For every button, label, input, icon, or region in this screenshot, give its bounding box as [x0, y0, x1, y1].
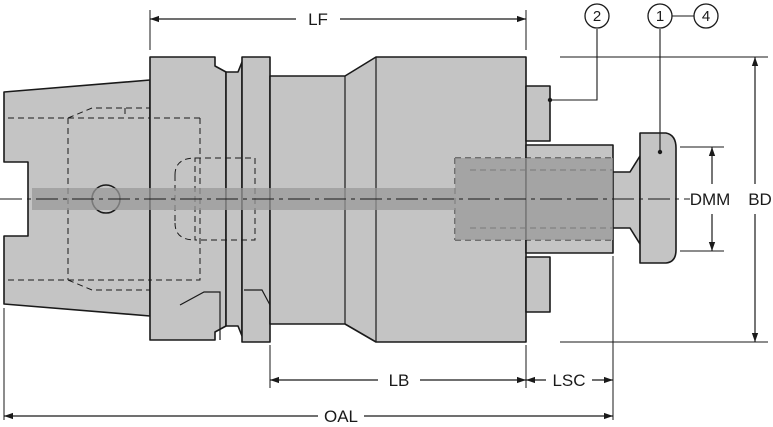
callout-number-1: 1	[656, 8, 664, 25]
lb-label: LB	[389, 371, 410, 390]
oal-label: OAL	[324, 407, 358, 426]
callout-circles	[584, 3, 719, 29]
callout-number-4: 4	[702, 8, 710, 25]
dimension-lines	[4, 15, 759, 420]
dmm-label: DMM	[690, 190, 731, 209]
callout-number-2: 2	[593, 8, 601, 25]
callout-leaders	[550, 15, 694, 152]
drive-slot-2	[244, 289, 271, 306]
callout-circle-4	[693, 3, 719, 29]
clamp-tooth-bottom	[525, 256, 551, 313]
shank-neck	[612, 155, 641, 245]
callout-dots	[547, 97, 663, 155]
cap-screw	[639, 132, 677, 264]
callout-circle-1	[647, 3, 673, 29]
extension-lines	[3, 10, 768, 420]
lf-label: LF	[308, 10, 328, 29]
lsc-label: LSC	[552, 371, 585, 390]
drive-slot	[179, 291, 221, 340]
clamp-tooth-top	[525, 85, 551, 142]
bd-label: BD	[748, 190, 772, 209]
callout-circle-2	[584, 3, 610, 29]
